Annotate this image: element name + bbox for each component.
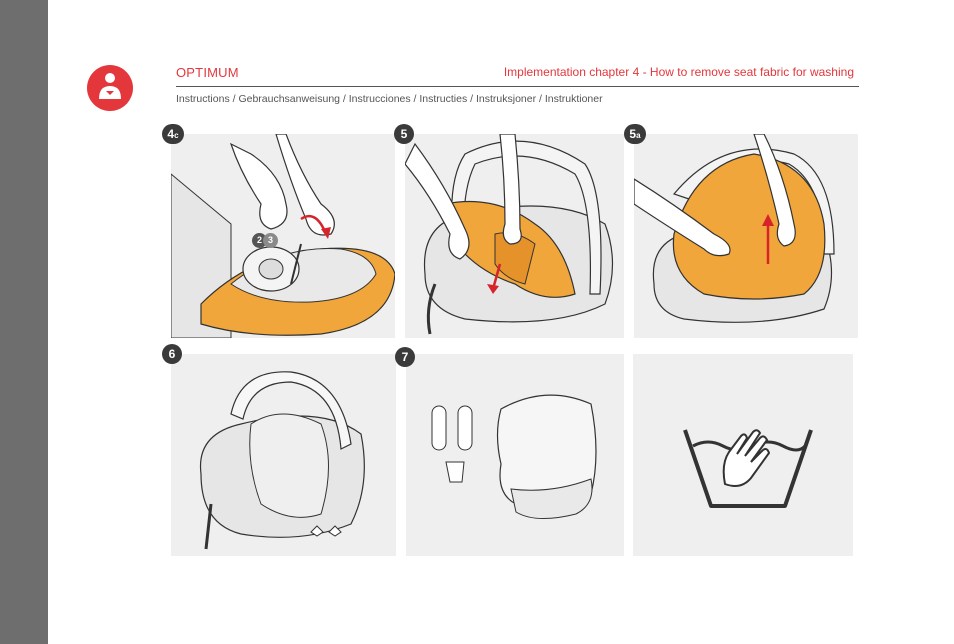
left-sidebar-bar xyxy=(0,0,48,644)
step-4c-badge: 4c xyxy=(162,124,184,144)
step-5-illustration xyxy=(405,134,624,338)
sub-step-3-marker: 3 xyxy=(263,233,278,248)
brand-name: OPTIMUM xyxy=(176,65,239,80)
header-divider xyxy=(176,86,859,87)
step-6-badge: 6 xyxy=(162,344,182,364)
brand-logo-icon xyxy=(87,65,133,111)
hand-wash-icon xyxy=(683,429,813,508)
step-5a-illustration xyxy=(634,134,858,338)
instructions-languages: Instructions / Gebrauchsanweisung / Inst… xyxy=(176,93,603,105)
chapter-title: Implementation chapter 4 - How to remove… xyxy=(503,65,854,79)
step-5-badge: 5 xyxy=(394,124,414,144)
step-6-illustration xyxy=(171,354,396,556)
step-7-illustration xyxy=(406,354,624,556)
step-7-badge: 7 xyxy=(395,347,415,367)
step-5a-number: 5 xyxy=(629,127,637,141)
step-4c-illustration: 2 3 xyxy=(171,134,395,338)
step-5a-badge: 5a xyxy=(624,124,646,144)
step-4c-number: 4 xyxy=(167,127,175,141)
step-4c-letter: c xyxy=(174,131,179,140)
step-5a-letter: a xyxy=(636,131,641,140)
hand-wash-symbol-panel xyxy=(633,354,853,556)
